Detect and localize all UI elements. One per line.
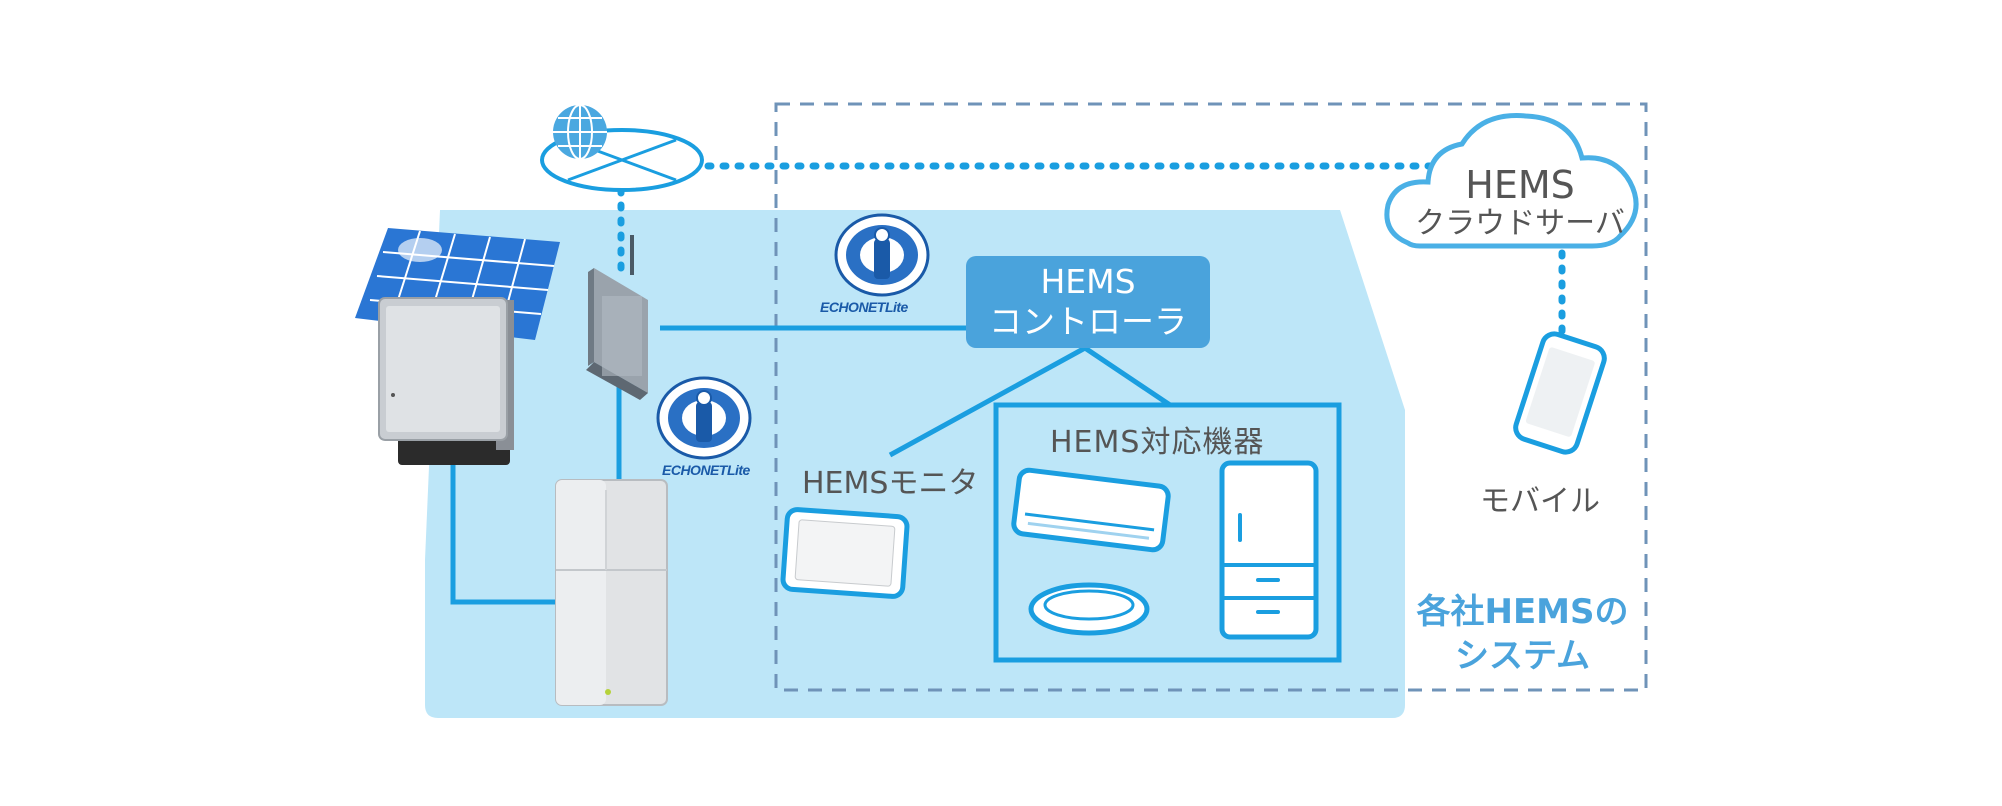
mobile-label: モバイル xyxy=(1480,484,1600,519)
echonet-logo-text-2: ECHONETLite xyxy=(662,462,750,478)
echonet-logo-2 xyxy=(656,376,752,460)
wired-connections xyxy=(450,325,1172,605)
battery-unit-icon xyxy=(555,479,668,706)
system-label: 各社HEMSの システム xyxy=(1395,590,1650,678)
ceiling-light-icon xyxy=(1028,582,1150,636)
monitor-label: HEMSモニタ xyxy=(802,466,979,501)
echonet-logo-text-1: ECHONETLite xyxy=(820,299,908,315)
power-conditioner-icon xyxy=(378,297,514,465)
system-label-line2: システム xyxy=(1455,636,1590,676)
globe-icon xyxy=(540,104,704,192)
smartphone-icon xyxy=(1513,331,1607,455)
refrigerator-icon xyxy=(1219,460,1319,640)
devices-label: HEMS対応機器 xyxy=(1050,425,1265,460)
system-frame xyxy=(774,102,1648,692)
air-conditioner-icon xyxy=(1011,467,1171,553)
system-label-line1: 各社HEMSの xyxy=(1416,592,1629,632)
echonet-logo-1 xyxy=(834,213,930,297)
cloud-label: HEMS クラウドサーバ xyxy=(1390,164,1650,242)
cloud-label-line2: クラウドサーバ xyxy=(1415,206,1625,241)
hems-controller: HEMS コントローラ xyxy=(966,256,1210,348)
controller-label-line2: コントローラ xyxy=(989,302,1187,341)
router-icon xyxy=(586,235,648,400)
devices-frame xyxy=(993,402,1342,663)
cloud-label-line1: HEMS xyxy=(1465,163,1575,207)
controller-label-line1: HEMS xyxy=(1040,262,1136,301)
tablet-icon xyxy=(780,507,910,599)
cloud-icon xyxy=(1384,113,1639,249)
